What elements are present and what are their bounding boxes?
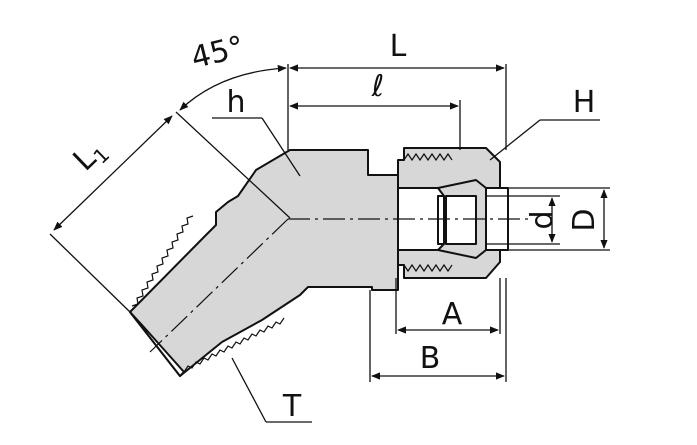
label-L1: L1 (67, 132, 115, 180)
label-h: h (226, 85, 245, 120)
angled-leg (129, 149, 399, 377)
nut-thread-bottom (403, 263, 453, 273)
pipe-thread-upper (131, 215, 194, 307)
nut-thread-top (403, 152, 453, 162)
label-H: H (573, 85, 596, 120)
callout-T: T (231, 357, 312, 424)
angled-centerline (149, 218, 289, 353)
dim-l: ℓ (289, 69, 461, 150)
pipe-thread (131, 215, 285, 373)
label-D: D (567, 208, 602, 231)
label-angle: 45° (188, 29, 248, 76)
elbow-body (129, 149, 399, 377)
center-lines (149, 218, 530, 353)
dim-d: d (486, 195, 560, 245)
tube (397, 179, 509, 259)
dim-B: B (369, 278, 507, 382)
label-d: d (525, 210, 560, 229)
dim-A: A (395, 278, 501, 334)
label-L: L (390, 29, 407, 64)
ferrule-bore (445, 195, 477, 245)
dim-L: L (287, 29, 507, 150)
callout-h: h (212, 85, 301, 177)
label-A: A (442, 297, 463, 332)
pipe-thread-lower (183, 317, 285, 373)
callout-H: H (489, 85, 600, 161)
label-B: B (420, 341, 441, 376)
label-l-small: ℓ (371, 69, 384, 104)
label-T: T (282, 389, 302, 424)
dim-D: D (508, 187, 610, 251)
